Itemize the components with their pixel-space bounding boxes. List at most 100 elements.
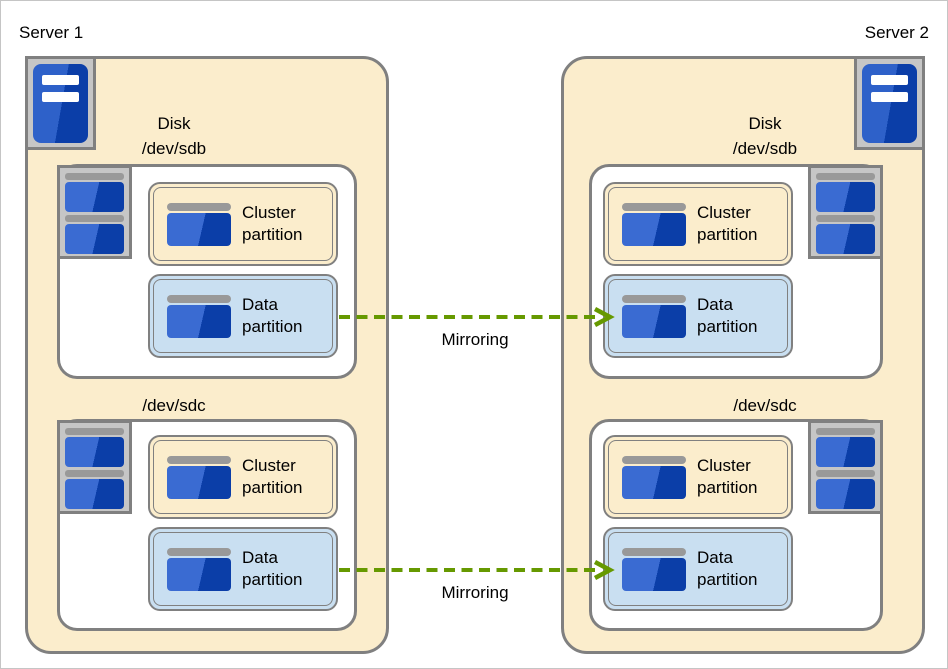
disk-word: Disk (157, 114, 191, 133)
device-name: /dev/sdc (142, 396, 206, 415)
partition-disk-icon (622, 455, 686, 499)
partition-icon-platter (167, 212, 231, 246)
server1-sdb-data-partition: Data partition (148, 274, 338, 358)
partition-disk-icon (622, 202, 686, 246)
disk-unit-bar (65, 173, 124, 180)
server-icon-body (33, 63, 88, 143)
disk-unit-platter (65, 437, 124, 467)
server1-sdc-cluster-partition: Cluster partition (148, 435, 338, 519)
server1-title: Server 1 (19, 23, 84, 42)
device-name: /dev/sdb (732, 139, 798, 158)
partition-inner: Data partition (153, 532, 333, 606)
disk-unit (65, 215, 124, 254)
disk-unit-platter (816, 437, 875, 467)
disk-unit-bar (65, 215, 124, 222)
disk-unit-bar (816, 215, 875, 222)
partition-inner: Data partition (153, 279, 333, 353)
server2-sdc-cluster-partition: Cluster partition (603, 435, 793, 519)
partition-label: Cluster partition (242, 203, 303, 244)
partition-disk-icon (167, 202, 231, 246)
server2-sdb-cluster-partition: Cluster partition (603, 182, 793, 266)
server-icon-body (862, 63, 917, 143)
partition-icon-bar (167, 455, 231, 464)
partition-icon-platter (167, 465, 231, 499)
device-name: /dev/sdc (733, 396, 797, 415)
partition-icon-platter (167, 304, 231, 338)
server2-sdc-label: /dev/sdc (665, 393, 865, 418)
server1-sdb-label: Disk /dev/sdb (74, 111, 274, 161)
partition-icon-bar (167, 294, 231, 303)
partition-icon-platter (622, 212, 686, 246)
disk-unit (816, 470, 875, 509)
disk-unit-bar (65, 470, 124, 477)
disk-unit-platter (65, 479, 124, 509)
server1-sdc-label: /dev/sdc (74, 393, 274, 418)
partition-inner: Cluster partition (153, 440, 333, 514)
disk-unit (816, 173, 875, 212)
partition-inner: Cluster partition (608, 440, 788, 514)
server1-sdb-cluster-partition: Cluster partition (148, 182, 338, 266)
disk-unit (65, 428, 124, 467)
partition-disk-icon (167, 294, 231, 338)
partition-icon-bar (622, 202, 686, 211)
partition-inner: Cluster partition (153, 187, 333, 261)
partition-label: Data partition (697, 548, 758, 589)
partition-icon-platter (622, 557, 686, 591)
disk-unit-platter (816, 224, 875, 254)
device-name: /dev/sdb (141, 139, 207, 158)
server2-sdb-data-partition: Data partition (603, 274, 793, 358)
disk-unit (65, 470, 124, 509)
partition-disk-icon (167, 455, 231, 499)
partition-disk-icon (622, 294, 686, 338)
disk-word: Disk (748, 114, 782, 133)
partition-disk-icon (167, 547, 231, 591)
partition-icon-bar (167, 202, 231, 211)
partition-inner: Data partition (608, 279, 788, 353)
partition-disk-icon (622, 547, 686, 591)
partition-label: Data partition (242, 295, 303, 336)
partition-label: Cluster partition (697, 456, 758, 497)
disk-unit-platter (816, 182, 875, 212)
partition-label: Cluster partition (697, 203, 758, 244)
mirroring-label-sdb: Mirroring (441, 330, 509, 349)
server-icon-slot (871, 91, 908, 102)
server1-sdc-data-partition: Data partition (148, 527, 338, 611)
disk-unit-platter (65, 224, 124, 254)
disk-unit-platter (816, 479, 875, 509)
partition-icon-platter (622, 304, 686, 338)
server2-title: Server 2 (864, 23, 929, 42)
server2-sdc-data-partition: Data partition (603, 527, 793, 611)
partition-icon-bar (622, 294, 686, 303)
disk-unit-bar (816, 173, 875, 180)
partition-label: Cluster partition (242, 456, 303, 497)
server-icon-slot (871, 74, 908, 85)
disk-stack-icon (57, 420, 132, 514)
disk-unit (65, 173, 124, 212)
partition-icon-platter (167, 557, 231, 591)
partition-label: Data partition (697, 295, 758, 336)
disk-stack-icon (808, 165, 883, 259)
server2-icon (854, 56, 925, 150)
partition-inner: Data partition (608, 532, 788, 606)
disk-stack-icon (57, 165, 132, 259)
disk-unit-platter (65, 182, 124, 212)
partition-icon-bar (622, 455, 686, 464)
disk-unit-bar (816, 470, 875, 477)
mirroring-arrow-sdb (339, 307, 615, 327)
server1-icon (25, 56, 96, 150)
partition-icon-platter (622, 465, 686, 499)
partition-label: Data partition (242, 548, 303, 589)
partition-icon-bar (167, 547, 231, 556)
disk-unit (816, 428, 875, 467)
disk-unit (816, 215, 875, 254)
disk-unit-bar (65, 428, 124, 435)
mirroring-label-sdc: Mirroring (441, 583, 509, 602)
partition-icon-bar (622, 547, 686, 556)
disk-unit-bar (816, 428, 875, 435)
server2-sdb-label: Disk /dev/sdb (665, 111, 865, 161)
mirroring-arrow-sdc (339, 560, 615, 580)
disk-stack-icon (808, 420, 883, 514)
partition-inner: Cluster partition (608, 187, 788, 261)
server-icon-slot (42, 74, 79, 85)
